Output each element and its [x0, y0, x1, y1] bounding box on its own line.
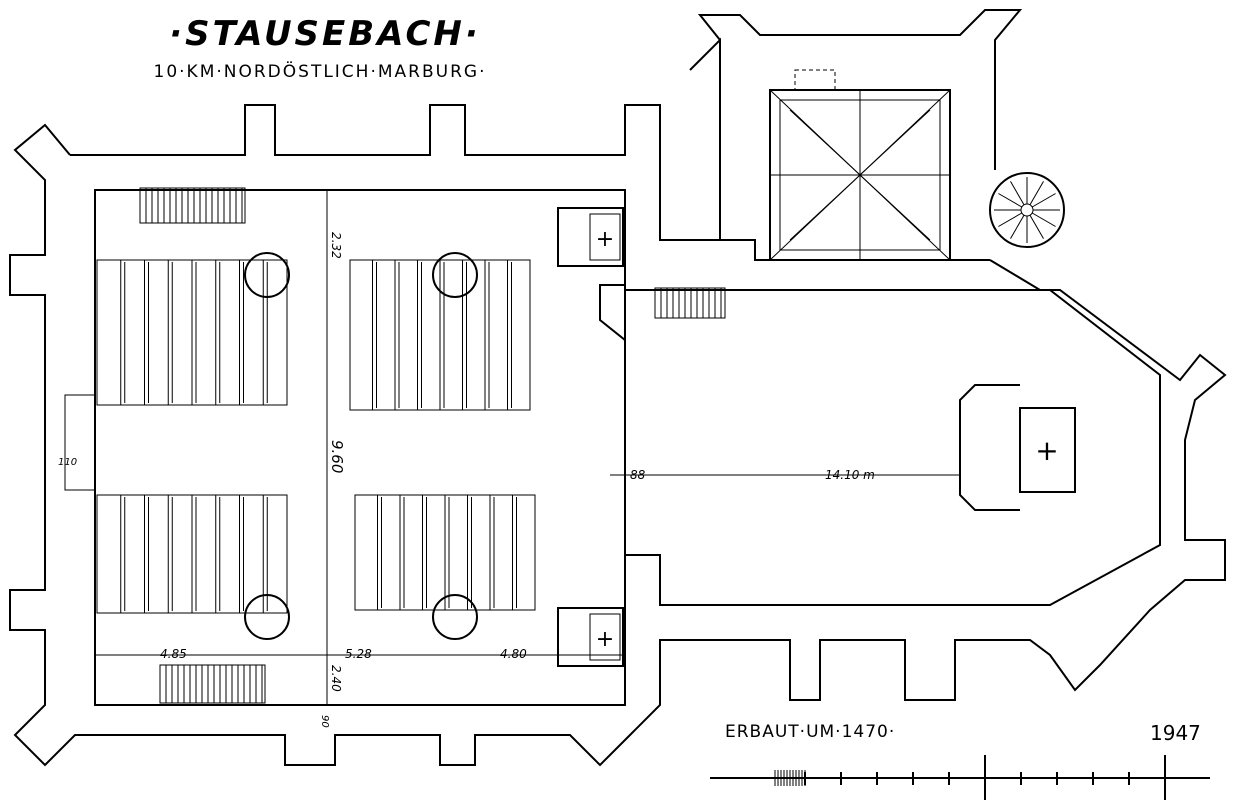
spiral-step	[998, 193, 1023, 208]
chancel-outer-wall	[700, 259, 1227, 701]
spiral-step	[1031, 212, 1056, 227]
stair-flight	[139, 187, 246, 224]
chancel-interior	[625, 289, 1161, 606]
column	[244, 252, 290, 298]
plan-title: ·STAUSEBACH·	[169, 14, 481, 54]
dim-west-door: 110	[58, 457, 77, 468]
cross-icon: +	[596, 627, 614, 652]
spiral-step	[1010, 214, 1025, 239]
stair-flight	[159, 664, 266, 704]
side-altar-south: +	[557, 607, 624, 667]
column	[244, 594, 290, 640]
spiral-step	[1029, 181, 1044, 206]
tower-wall	[697, 9, 1023, 170]
stair-turret	[989, 172, 1065, 248]
dim-arch: 88	[630, 468, 646, 482]
tower-niche	[794, 69, 836, 91]
dim-bottom-gap: 2.40	[329, 665, 343, 692]
stair-flight	[654, 287, 726, 319]
dimension-lines	[95, 190, 960, 705]
spiral-steps	[994, 177, 1060, 243]
nave-interior	[94, 189, 626, 706]
side-altar-north: +	[557, 207, 624, 267]
west-door	[64, 394, 95, 491]
main-altar: +	[959, 384, 1076, 511]
dim-chancel-length: 14.10 m	[825, 468, 875, 482]
dim-nave-width: 9.60	[328, 440, 346, 473]
dim-mid-span: 5.28	[345, 647, 372, 661]
dim-right-span: 4.80	[500, 647, 527, 661]
cross-icon: +	[1035, 434, 1058, 467]
spiral-step	[998, 212, 1023, 227]
spiral-step	[1010, 181, 1025, 206]
spiral-newel	[1020, 203, 1034, 217]
dim-south-door: 90	[319, 715, 330, 728]
stairs	[139, 187, 726, 704]
column	[432, 594, 478, 640]
nave-outer-wall	[9, 123, 700, 767]
cross-icon: +	[596, 227, 614, 252]
pews	[96, 259, 536, 614]
pulpit	[599, 284, 626, 343]
scale-bar	[710, 755, 1210, 800]
spiral-step	[1029, 214, 1044, 239]
dim-top-gap: 2.32	[329, 232, 343, 259]
spiral-step	[1031, 193, 1056, 208]
drawing-date: 1947	[1150, 721, 1201, 745]
vault-ribs	[769, 89, 951, 261]
plan-subtitle: 10·KM·NORDÖSTLICH·MARBURG·	[154, 60, 487, 82]
dim-left-span: 4.85	[160, 647, 187, 661]
construction-date: ERBAUT·UM·1470·	[725, 722, 895, 742]
column	[432, 252, 478, 298]
